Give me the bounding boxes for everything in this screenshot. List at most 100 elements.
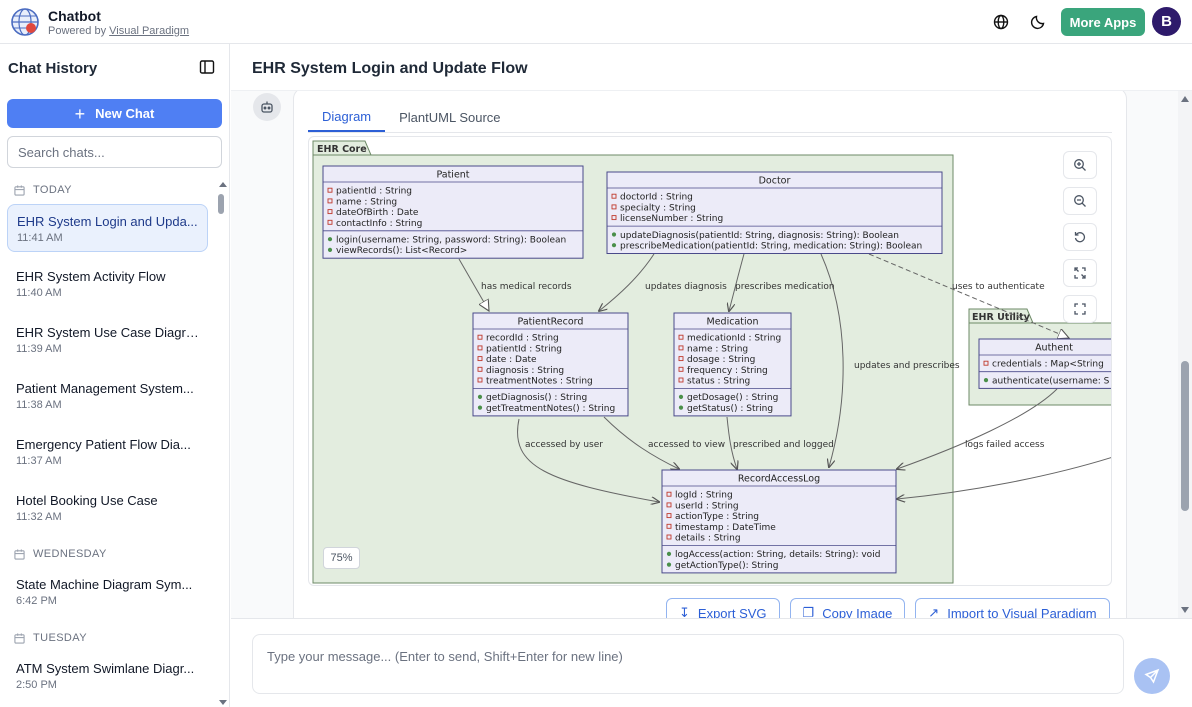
private-attr-icon	[327, 219, 333, 225]
group-header-today: TODAY	[0, 176, 216, 204]
reset-rotate-icon[interactable]	[1063, 223, 1097, 251]
edge-accessed-view	[603, 416, 679, 469]
class-operation: updateDiagnosis(patientId: String, diagn…	[620, 231, 899, 241]
chat-item-title: Patient Management System...	[16, 381, 194, 396]
group-header-wednesday: WEDNESDAY	[0, 540, 216, 568]
class-box	[472, 312, 629, 417]
uml-class-diagram: EHR Core EHR Utility	[312, 140, 1112, 584]
scroll-up-arrow-icon[interactable]	[1181, 96, 1189, 102]
external-link-icon: ↗	[928, 605, 940, 618]
class-attribute: details : String	[675, 534, 741, 544]
main-scroll-thumb[interactable]	[1181, 361, 1189, 511]
private-attr-icon	[666, 502, 672, 508]
class-box	[661, 469, 897, 574]
chat-item[interactable]: ATM System Swimlane Diagr... 2:50 PM	[7, 652, 208, 700]
private-attr-icon	[678, 366, 684, 372]
class-attribute: logId : String	[675, 491, 733, 501]
main-scrollbar[interactable]	[1178, 91, 1192, 618]
top-header: Chatbot Powered by Visual Paradigm More …	[0, 0, 1192, 44]
private-attr-icon	[666, 491, 672, 497]
chat-item[interactable]: Emergency Patient Flow Dia... 11:37 AM	[7, 428, 208, 476]
class-box	[673, 312, 792, 417]
scroll-down-arrow-icon[interactable]	[1181, 607, 1189, 613]
scroll-up-arrow-icon[interactable]	[219, 182, 227, 187]
chat-item-time: 6:42 PM	[16, 595, 57, 607]
label-accessed-view: accessed to view	[648, 440, 725, 450]
group-label: TODAY	[33, 184, 72, 196]
zoom-out-icon[interactable]	[1063, 187, 1097, 215]
class-attribute: patientId : String	[336, 187, 412, 197]
edge-accessed-user	[517, 418, 659, 502]
send-icon	[1144, 668, 1160, 684]
chat-item[interactable]: EHR System Login and Upda... 11:41 AM	[7, 204, 208, 252]
private-attr-icon	[477, 356, 483, 362]
copy-image-button[interactable]: ❐ Copy Image	[789, 598, 906, 618]
class-operation: getDosage() : String	[687, 393, 778, 403]
edge-has-records	[458, 258, 489, 311]
import-to-vp-button[interactable]: ↗ Import to Visual Paradigm	[915, 598, 1110, 618]
class-attribute: dateOfBirth : Date	[336, 208, 419, 218]
message-input[interactable]	[252, 634, 1124, 694]
send-button[interactable]	[1134, 658, 1170, 694]
dark-mode-moon-icon[interactable]	[1026, 10, 1050, 34]
private-attr-icon	[983, 360, 989, 366]
title-divider	[231, 90, 1192, 91]
class-attribute: credentials : Map<String	[992, 360, 1104, 370]
public-op-icon	[678, 405, 684, 410]
visual-paradigm-link[interactable]: Visual Paradigm	[109, 25, 190, 37]
private-attr-icon	[327, 187, 333, 193]
calendar-icon	[14, 548, 25, 560]
public-op-icon	[983, 378, 989, 383]
label-prescribes: prescribes medication	[735, 282, 835, 292]
class-attribute: treatmentNotes : String	[486, 377, 593, 387]
class-attribute: contactInfo : String	[336, 219, 422, 229]
zoom-in-icon[interactable]	[1063, 151, 1097, 179]
sidebar-scroll-thumb[interactable]	[218, 194, 224, 214]
private-attr-icon	[327, 198, 333, 204]
language-globe-icon[interactable]	[989, 10, 1013, 34]
chat-item[interactable]: Patient Management System... 11:38 AM	[7, 372, 208, 420]
sidebar-scrollbar[interactable]	[216, 182, 227, 707]
diagram-viewport[interactable]: EHR Core EHR Utility	[308, 136, 1112, 586]
more-apps-button[interactable]: More Apps	[1061, 8, 1145, 36]
class-operation: getActionType(): String	[675, 561, 778, 571]
class-name: PatientRecord	[518, 317, 584, 328]
edge-updates-diagnosis	[599, 253, 655, 311]
fit-to-screen-icon[interactable]	[1063, 259, 1097, 287]
chat-item-time: 11:37 AM	[16, 455, 62, 467]
chat-item[interactable]: State Machine Diagram Sym... 6:42 PM	[7, 568, 208, 616]
private-attr-icon	[477, 334, 483, 340]
chat-item-title: Hotel Booking Use Case	[16, 493, 158, 508]
user-avatar[interactable]: B	[1152, 7, 1181, 36]
sidebar-toggle-icon[interactable]	[198, 58, 216, 76]
chat-history-list: TODAY EHR System Login and Upda... 11:41…	[0, 176, 216, 707]
chat-item[interactable]: EHR System Activity Flow 11:40 AM	[7, 260, 208, 308]
scroll-down-arrow-icon[interactable]	[219, 700, 227, 705]
class-operation: getDiagnosis() : String	[486, 393, 587, 403]
chat-item[interactable]: Hotel Booking Use Case 11:32 AM	[7, 484, 208, 532]
edge-logs-failed	[897, 388, 1058, 469]
private-attr-icon	[678, 377, 684, 383]
tab-diagram[interactable]: Diagram	[308, 102, 386, 132]
class-operation: authenticate(username: S	[992, 376, 1110, 386]
fullscreen-icon[interactable]	[1063, 295, 1097, 323]
chat-item-title: State Machine Diagram Sym...	[16, 577, 193, 592]
tab-plantuml-source[interactable]: PlantUML Source	[399, 109, 501, 125]
private-attr-icon	[477, 366, 483, 372]
class-attribute: patientId : String	[486, 344, 562, 354]
class-name: Patient	[436, 170, 469, 181]
calendar-icon	[14, 184, 25, 196]
class-attribute: frequency : String	[687, 366, 768, 376]
export-svg-button[interactable]: ↧ Export SVG	[666, 598, 780, 618]
new-chat-button[interactable]: + New Chat	[7, 99, 222, 128]
chat-item[interactable]: EHR System Use Case Diagram 11:39 AM	[7, 316, 208, 364]
search-chats-input[interactable]	[7, 136, 222, 168]
public-op-icon	[327, 237, 333, 242]
package-utility-label: EHR Utility	[972, 312, 1031, 323]
